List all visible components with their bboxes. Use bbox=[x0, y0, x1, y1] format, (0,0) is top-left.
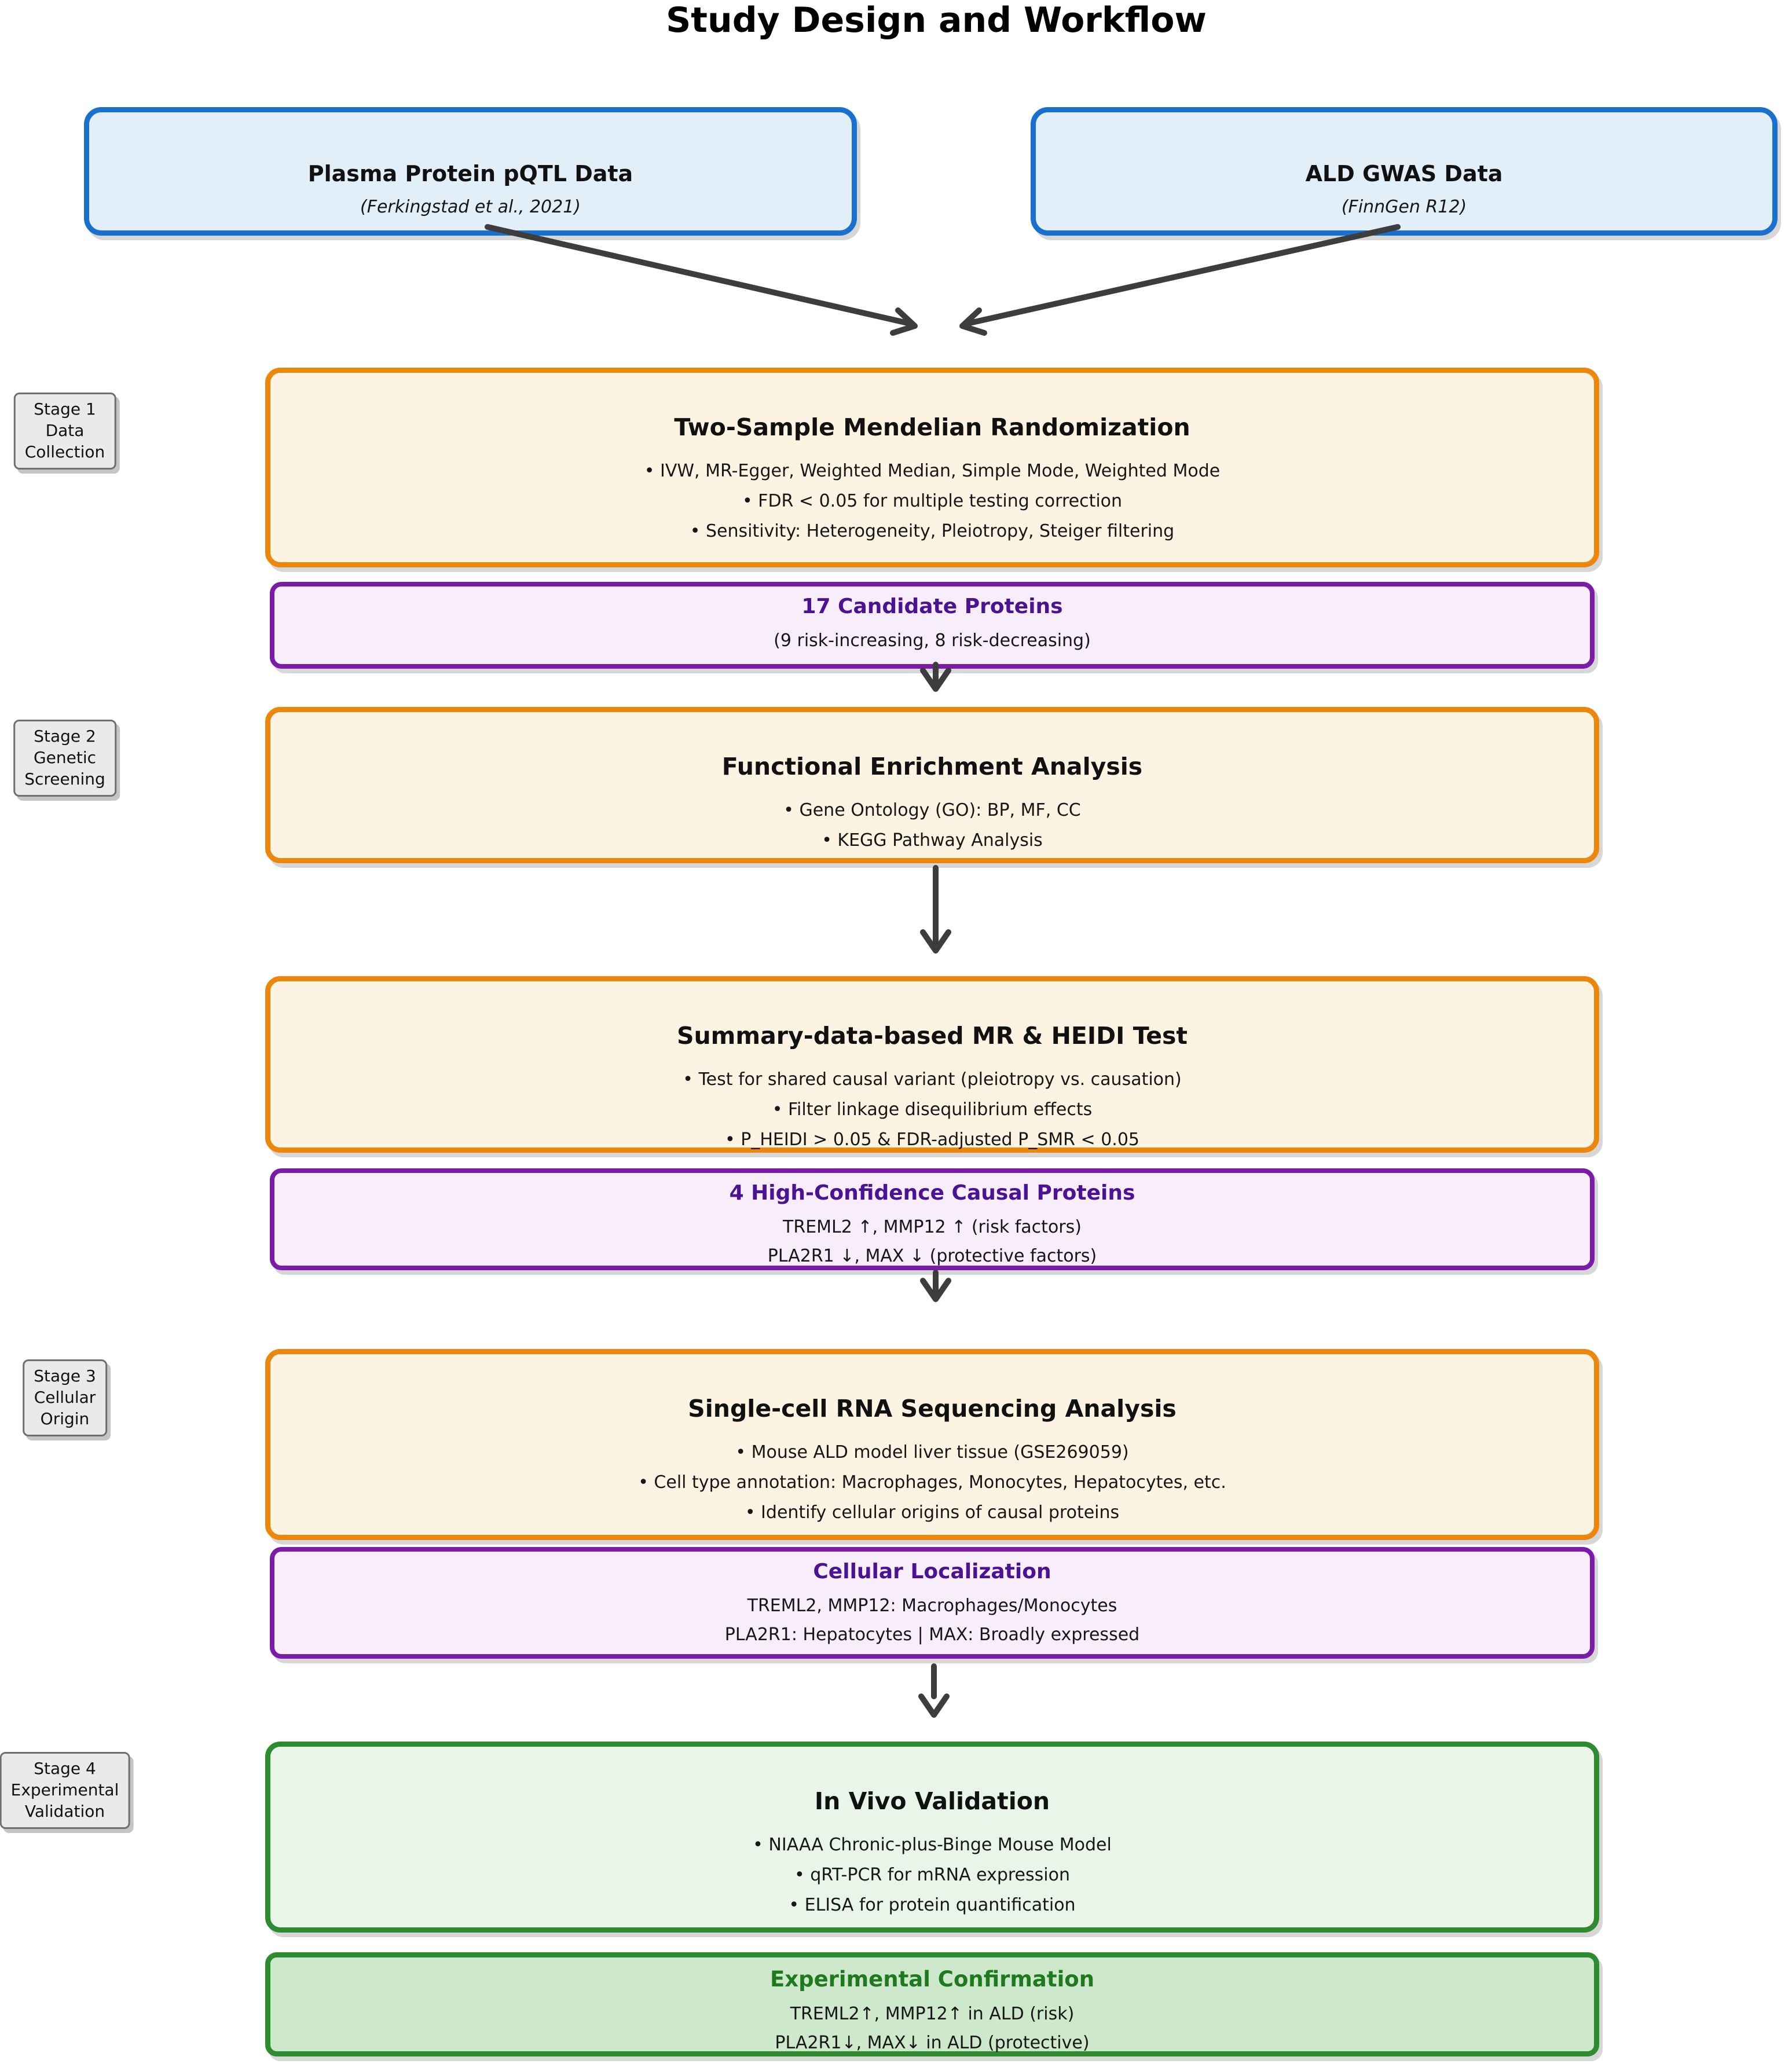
enrichment-bullet: • KEGG Pathway Analysis bbox=[822, 830, 1043, 850]
arrow-enrichment-to-smr-icon bbox=[920, 865, 951, 954]
pqtl-box-title: Plasma Protein pQTL Data bbox=[307, 161, 633, 186]
stage-4-line: Stage 4 bbox=[34, 1759, 96, 1778]
invivo-bullet: • ELISA for protein quantification bbox=[789, 1894, 1076, 1915]
arrow-pqtl-to-mr-icon bbox=[485, 224, 918, 336]
gwas-box-title: ALD GWAS Data bbox=[1305, 161, 1503, 186]
experimental-confirmation-line: PLA2R1↓, MAX↓ in ALD (protective) bbox=[775, 2032, 1090, 2053]
gwas-data-box: ALD GWAS Data (FinnGen R12) bbox=[1031, 107, 1778, 236]
in-vivo-validation-title: In Vivo Validation bbox=[814, 1787, 1050, 1815]
arrow-localization-to-invivo-icon bbox=[918, 1663, 950, 1718]
causal-proteins-line: TREML2 ↑, MMP12 ↑ (risk factors) bbox=[783, 1217, 1082, 1237]
stage-1-line: Data bbox=[45, 420, 85, 440]
pqtl-box-subtitle: (Ferkingstad et al., 2021) bbox=[360, 197, 581, 217]
candidate-proteins-title: 17 Candidate Proteins bbox=[801, 595, 1063, 618]
mr-bullet: • IVW, MR-Egger, Weighted Median, Simple… bbox=[644, 461, 1221, 481]
stage-2-label: Stage 2 Genetic Screening bbox=[13, 720, 116, 797]
mr-bullet: • Sensitivity: Heterogeneity, Pleiotropy… bbox=[690, 520, 1175, 541]
scrna-box: Single-cell RNA Sequencing Analysis • Mo… bbox=[265, 1349, 1599, 1540]
scrna-bullet: • Cell type annotation: Macrophages, Mon… bbox=[638, 1472, 1226, 1493]
cellular-localization-title: Cellular Localization bbox=[813, 1560, 1051, 1583]
stage-4-label: Stage 4 Experimental Validation bbox=[0, 1752, 130, 1829]
invivo-bullet: • NIAAA Chronic-plus-Binge Mouse Model bbox=[753, 1835, 1112, 1855]
smr-bullet: • Test for shared causal variant (pleiot… bbox=[683, 1069, 1182, 1090]
stage-1-label: Stage 1 Data Collection bbox=[13, 393, 116, 470]
candidate-proteins-box: 17 Candidate Proteins (9 risk-increasing… bbox=[270, 582, 1595, 669]
stage-3-line: Stage 3 bbox=[34, 1366, 96, 1385]
two-sample-mr-box: Two-Sample Mendelian Randomization • IVW… bbox=[265, 368, 1599, 567]
stage-3-line: Origin bbox=[40, 1409, 90, 1428]
smr-bullet: • Filter linkage disequilibrium effects bbox=[772, 1099, 1093, 1120]
arrow-gwas-to-mr-icon bbox=[959, 224, 1401, 336]
enrichment-title: Functional Enrichment Analysis bbox=[721, 753, 1143, 780]
in-vivo-validation-box: In Vivo Validation • NIAAA Chronic-plus-… bbox=[265, 1742, 1599, 1933]
cellular-localization-box: Cellular Localization TREML2, MMP12: Mac… bbox=[270, 1547, 1595, 1659]
stage-1-line: Collection bbox=[24, 442, 105, 461]
scrna-bullet: • Identify cellular origins of causal pr… bbox=[745, 1502, 1120, 1523]
arrow-causal-to-scrna-icon bbox=[920, 1270, 951, 1302]
cellular-localization-line: TREML2, MMP12: Macrophages/Monocytes bbox=[747, 1596, 1117, 1616]
experimental-confirmation-title: Experimental Confirmation bbox=[769, 1967, 1095, 1992]
candidate-proteins-line: (9 risk-increasing, 8 risk-decreasing) bbox=[774, 630, 1091, 651]
stage-3-label: Stage 3 Cellular Origin bbox=[23, 1359, 107, 1436]
page-title: Study Design and Workflow bbox=[666, 0, 1207, 41]
enrichment-bullet: • Gene Ontology (GO): BP, MF, CC bbox=[783, 800, 1081, 820]
causal-proteins-box: 4 High-Confidence Causal Proteins TREML2… bbox=[270, 1168, 1595, 1270]
gwas-box-subtitle: (FinnGen R12) bbox=[1341, 197, 1467, 217]
causal-proteins-title: 4 High-Confidence Causal Proteins bbox=[729, 1181, 1135, 1205]
stage-1-line: Stage 1 bbox=[34, 399, 96, 419]
stage-4-line: Validation bbox=[24, 1801, 105, 1821]
smr-bullet: • P_HEIDI > 0.05 & FDR-adjusted P_SMR < … bbox=[725, 1129, 1139, 1150]
cellular-localization-line: PLA2R1: Hepatocytes | MAX: Broadly expre… bbox=[724, 1624, 1140, 1645]
stage-3-line: Cellular bbox=[34, 1387, 96, 1407]
smr-heidi-box: Summary-data-based MR & HEIDI Test • Tes… bbox=[265, 976, 1599, 1153]
causal-proteins-line: PLA2R1 ↓, MAX ↓ (protective factors) bbox=[767, 1245, 1097, 1266]
scrna-title: Single-cell RNA Sequencing Analysis bbox=[688, 1395, 1177, 1423]
stage-4-line: Experimental bbox=[10, 1780, 119, 1799]
stage-2-line: Genetic bbox=[33, 747, 97, 767]
scrna-bullet: • Mouse ALD model liver tissue (GSE26905… bbox=[735, 1442, 1129, 1462]
stage-2-line: Screening bbox=[24, 769, 105, 789]
mr-bullet: • FDR < 0.05 for multiple testing correc… bbox=[742, 490, 1123, 511]
pqtl-data-box: Plasma Protein pQTL Data (Ferkingstad et… bbox=[84, 107, 857, 236]
experimental-confirmation-box: Experimental Confirmation TREML2↑, MMP12… bbox=[265, 1952, 1599, 2056]
smr-heidi-title: Summary-data-based MR & HEIDI Test bbox=[676, 1022, 1188, 1050]
experimental-confirmation-line: TREML2↑, MMP12↑ in ALD (risk) bbox=[790, 2004, 1075, 2024]
invivo-bullet: • qRT-PCR for mRNA expression bbox=[794, 1864, 1070, 1885]
enrichment-box: Functional Enrichment Analysis • Gene On… bbox=[265, 707, 1599, 863]
stage-2-line: Stage 2 bbox=[34, 727, 96, 746]
two-sample-mr-title: Two-Sample Mendelian Randomization bbox=[674, 413, 1190, 441]
